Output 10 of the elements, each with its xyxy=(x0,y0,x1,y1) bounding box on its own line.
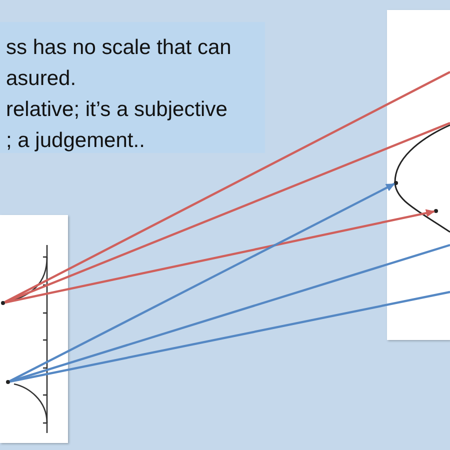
arrow xyxy=(4,209,436,304)
curve-point xyxy=(6,380,10,384)
curve-point xyxy=(394,181,398,185)
graph-panel xyxy=(387,10,450,340)
note-text: ss has no scale that can asured. xyxy=(6,35,232,92)
curve-point xyxy=(434,209,438,213)
graph-panel xyxy=(0,215,68,443)
curve-point xyxy=(1,301,5,305)
note-text: relative; it’s a subjective ; a judgement.. xyxy=(6,97,228,154)
arrow xyxy=(9,182,396,382)
